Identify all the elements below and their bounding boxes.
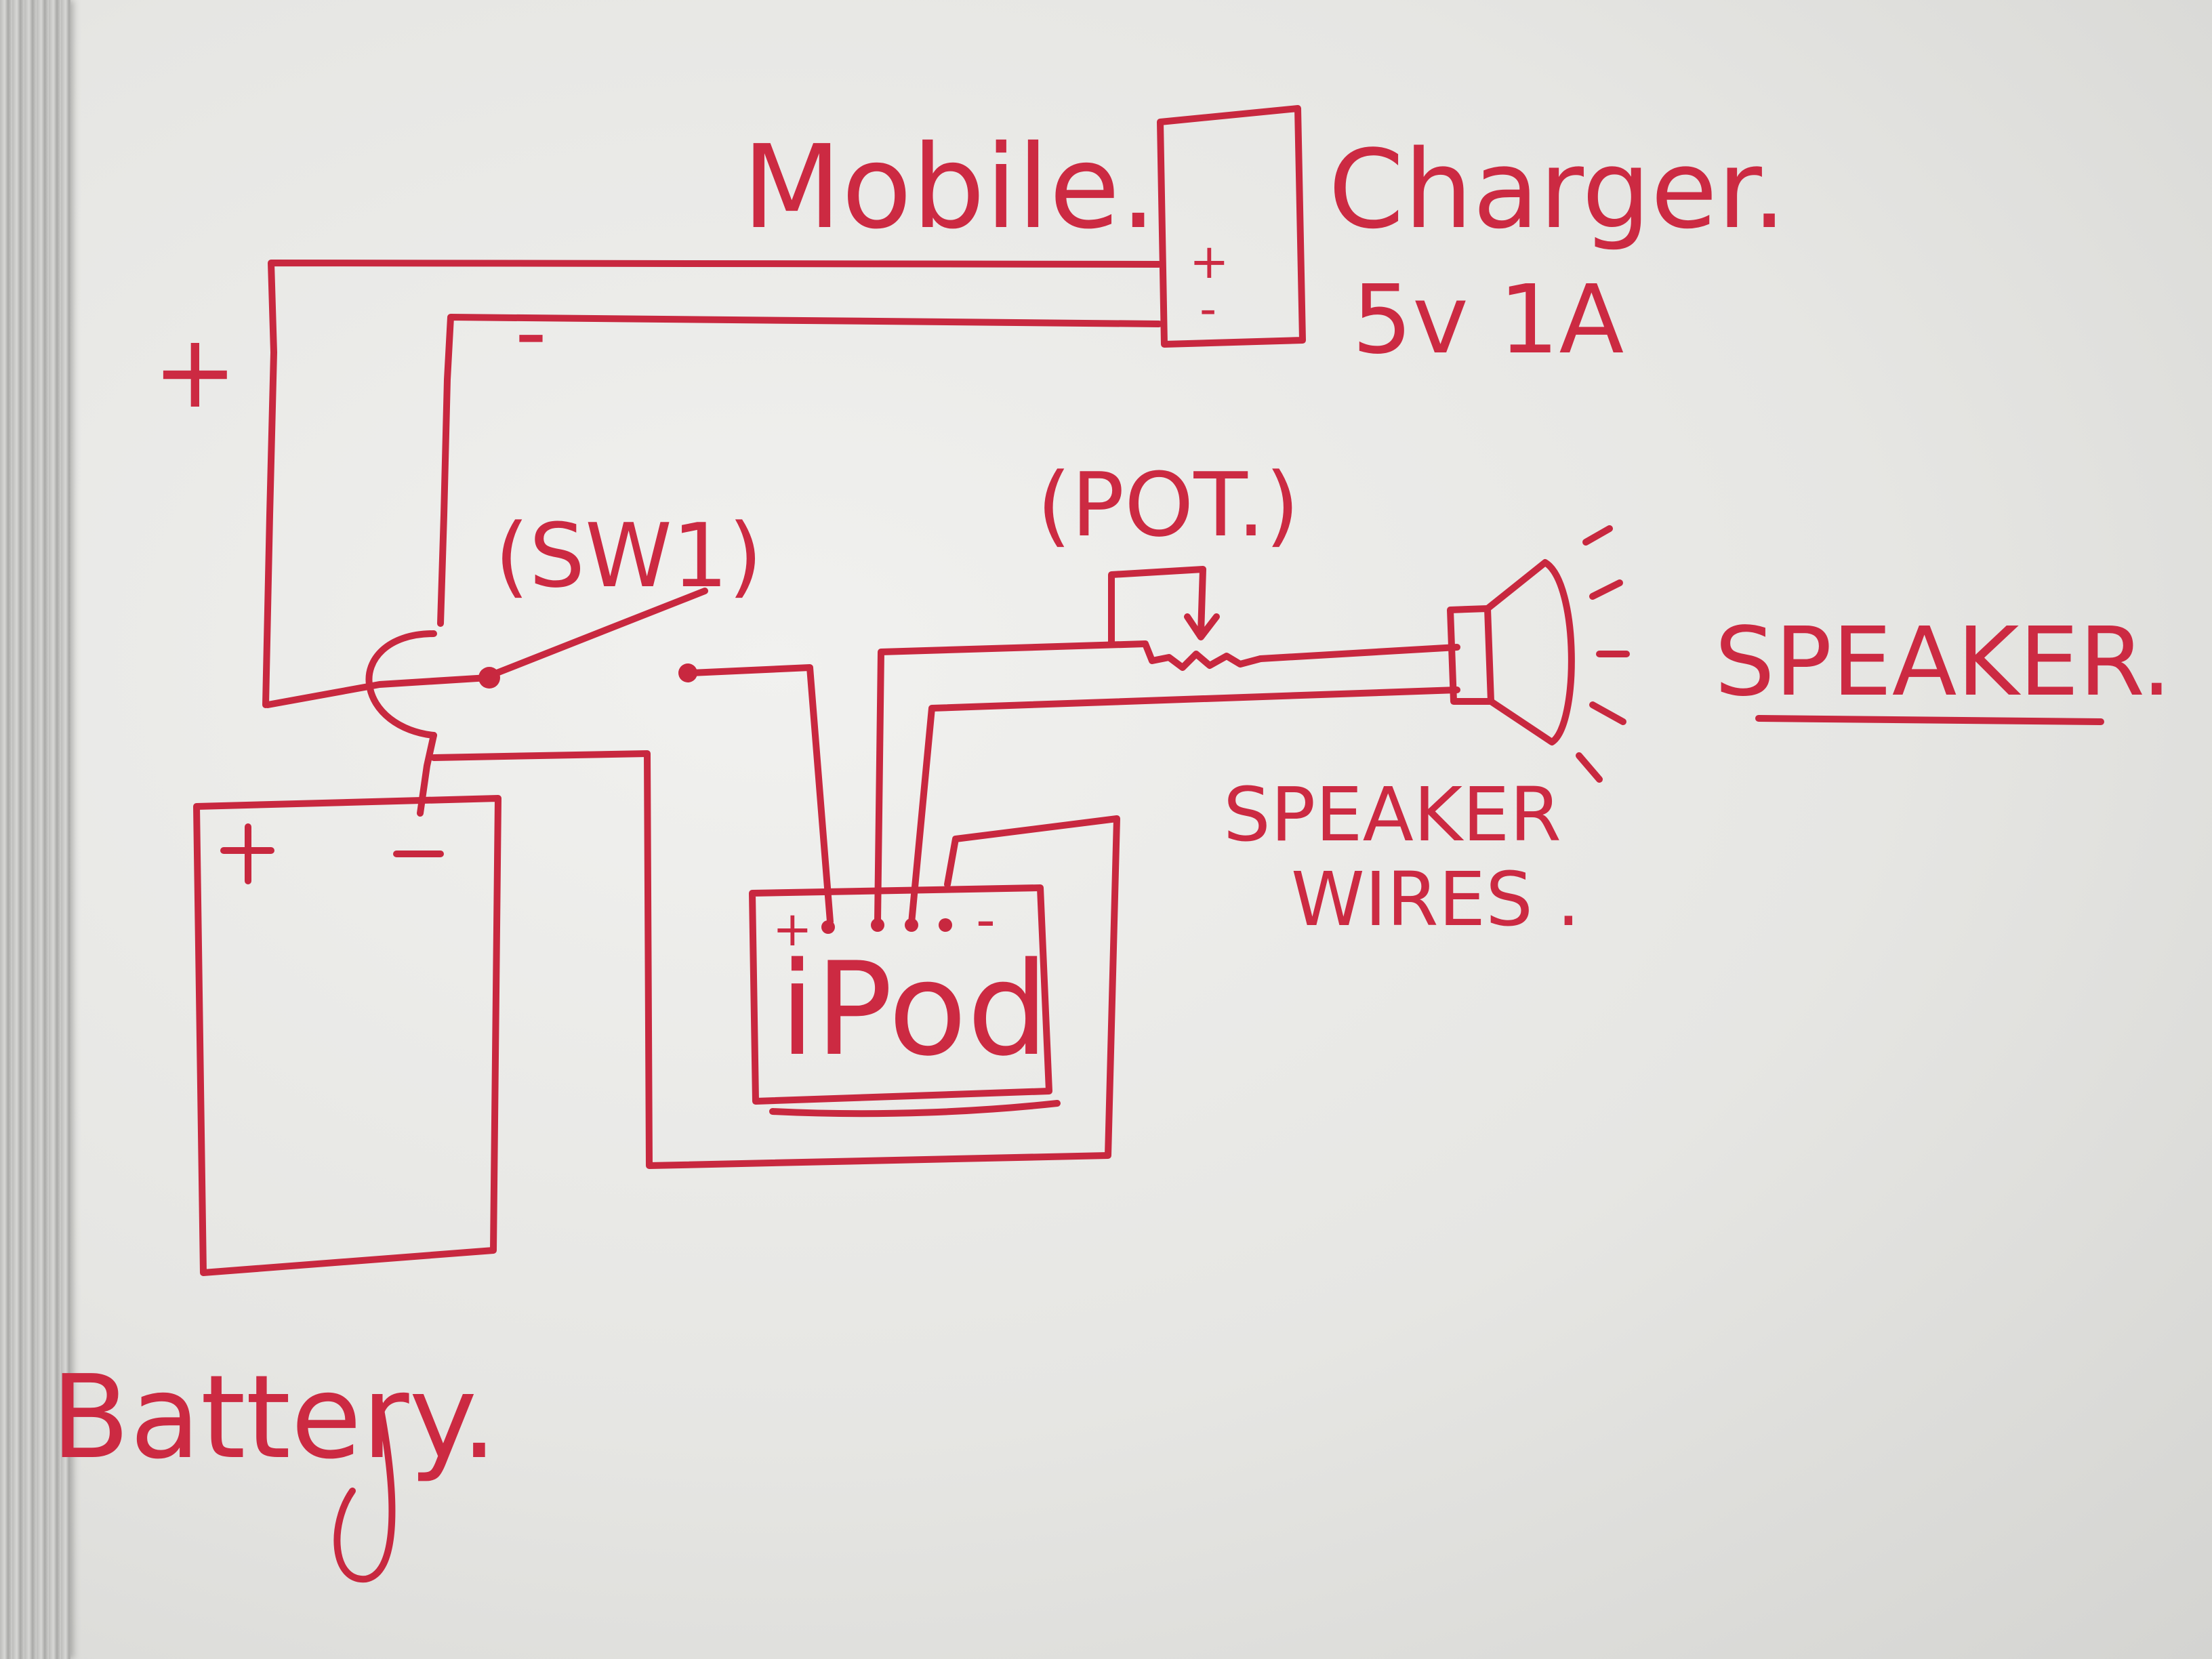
label-charger-plus: + (1189, 234, 1229, 289)
speaker-return-wire (908, 687, 1460, 926)
speaker-label-underline (1755, 715, 2104, 725)
label-ipod: iPod (779, 935, 1048, 1084)
whiteboard-frame (0, 0, 70, 1659)
speaker-icon (1447, 525, 1630, 783)
battery-negative-wire (430, 750, 1120, 1169)
label-switch: (SW1) (495, 504, 762, 607)
label-speaker-wires-1: SPEAKER (1223, 771, 1561, 858)
label-speaker-wires-2: WIRES . (1291, 856, 1580, 943)
battery-label-flourish (333, 1399, 396, 1583)
label-battery: Battery. (51, 1351, 497, 1485)
battery-box (193, 795, 501, 1276)
charger-positive-wire (262, 260, 1162, 708)
charger-negative-wire (437, 314, 1162, 627)
label-charger-minus: - (1200, 281, 1216, 337)
potentiometer (874, 566, 1460, 925)
label-mobile: Mobile. (742, 121, 1157, 255)
label-charger: Charger. (1328, 126, 1786, 253)
label-ipod-plus: + (773, 901, 813, 957)
label-speaker: SPEAKER. (1715, 607, 2172, 718)
label-pot: (POT.) (1037, 453, 1299, 556)
label-minus-outside: - (515, 281, 547, 384)
label-charger-rating: 5v 1A (1352, 265, 1624, 375)
switch-to-ipod-wire (688, 664, 834, 925)
switch-sw1 (264, 588, 708, 817)
label-plus-outside: + (152, 313, 238, 431)
charger-box (1157, 105, 1306, 348)
label-ipod-minus: - (976, 888, 996, 951)
